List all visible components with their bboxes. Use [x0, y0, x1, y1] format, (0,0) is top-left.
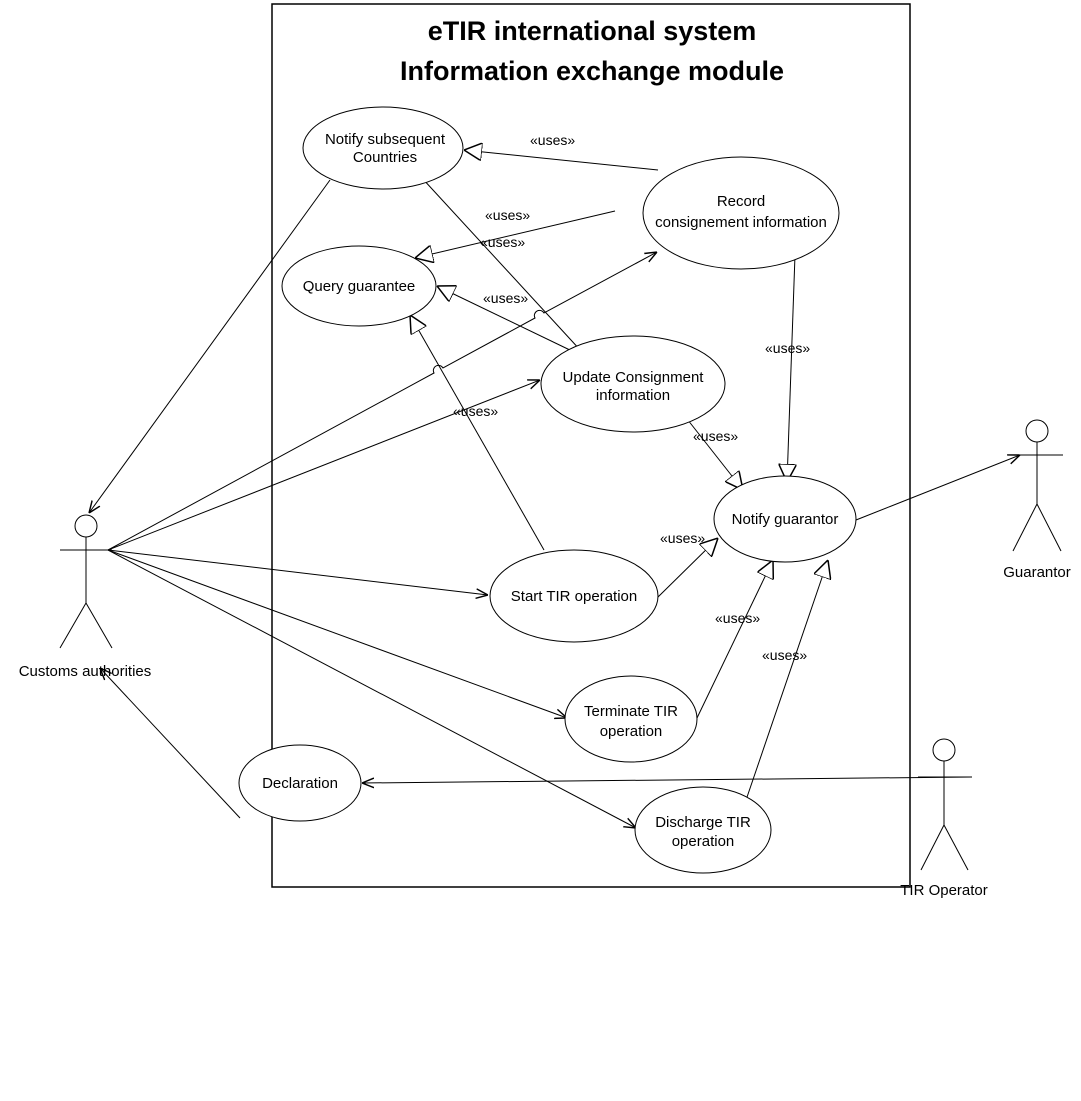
uses-update-notify — [410, 165, 583, 353]
actor-label-customs: Customs authorities — [19, 663, 152, 680]
assoc-operator-declaration — [362, 776, 973, 783]
uses-label: «uses» — [483, 290, 528, 306]
uses-label: «uses» — [693, 428, 738, 444]
use-case-label: consignement information — [655, 214, 827, 231]
assoc-guarantor — [855, 455, 1020, 521]
uses-discharge-guarantor — [744, 560, 828, 804]
use-case-record-consignment — [642, 156, 840, 270]
system-title-line1: eTIR international system — [428, 16, 757, 46]
use-case-notify-guarantor — [713, 475, 857, 563]
assoc-customs-terminate — [107, 549, 567, 718]
use-case-notify-countries — [302, 106, 464, 190]
uses-label: «uses» — [530, 132, 575, 148]
uses-terminate-guarantor — [696, 560, 773, 719]
actor-label-guarantor: Guarantor — [1003, 564, 1071, 581]
use-case-declaration — [238, 744, 362, 822]
actor-tir-operator — [918, 738, 972, 871]
use-case-label: Query guarantee — [303, 278, 416, 295]
uses-label: «uses» — [480, 234, 525, 250]
uses-update-guarantor — [679, 409, 743, 490]
use-case-label: Discharge TIR — [655, 814, 751, 831]
use-case-label: Record — [717, 193, 765, 210]
use-case-start-tir — [489, 549, 659, 643]
uses-record-notify — [464, 150, 659, 171]
actor-head-icon — [74, 514, 98, 538]
system-title-line2: Information exchange module — [400, 56, 784, 86]
use-case-label: operation — [672, 833, 735, 850]
assoc-declaration-customs — [100, 668, 241, 819]
use-case-label: Declaration — [262, 775, 338, 792]
uses-label: «uses» — [485, 207, 530, 223]
use-case-query-guarantee — [281, 245, 437, 327]
assoc-customs-record — [107, 252, 657, 551]
use-case-label: operation — [600, 723, 663, 740]
use-case-label: Terminate TIR — [584, 703, 678, 720]
use-case-label: Countries — [353, 149, 417, 166]
uses-label: «uses» — [453, 403, 498, 419]
uses-label: «uses» — [715, 610, 760, 626]
use-case-label: Update Consignment — [563, 369, 705, 386]
uses-update-query — [437, 286, 575, 353]
use-case-terminate-tir — [564, 675, 698, 763]
uses-record-query — [415, 210, 616, 258]
actor-guarantor — [1011, 419, 1063, 552]
uses-label: «uses» — [762, 647, 807, 663]
use-case-label: Notify guarantor — [732, 511, 839, 528]
assoc-notify-customs — [89, 179, 331, 513]
use-case-discharge-tir — [634, 786, 772, 874]
use-case-label: Start TIR operation — [511, 588, 637, 605]
actor-label-tir-operator: TIR Operator — [900, 882, 988, 899]
actor-head-icon — [1025, 419, 1049, 443]
actor-head-icon — [932, 738, 956, 762]
uses-record-guarantor — [787, 254, 795, 482]
assoc-customs-update — [107, 380, 540, 551]
actor-customs — [59, 514, 113, 649]
uses-start-guarantor — [656, 538, 718, 599]
system-boundary — [271, 3, 911, 888]
uses-start-query — [410, 315, 545, 551]
use-case-label: Notify subsequent — [325, 131, 446, 148]
use-case-label: information — [596, 387, 670, 404]
assoc-customs-start — [107, 549, 488, 595]
uses-label: «uses» — [765, 340, 810, 356]
use-case-update-consignment — [540, 335, 726, 433]
uses-label: «uses» — [660, 530, 705, 546]
